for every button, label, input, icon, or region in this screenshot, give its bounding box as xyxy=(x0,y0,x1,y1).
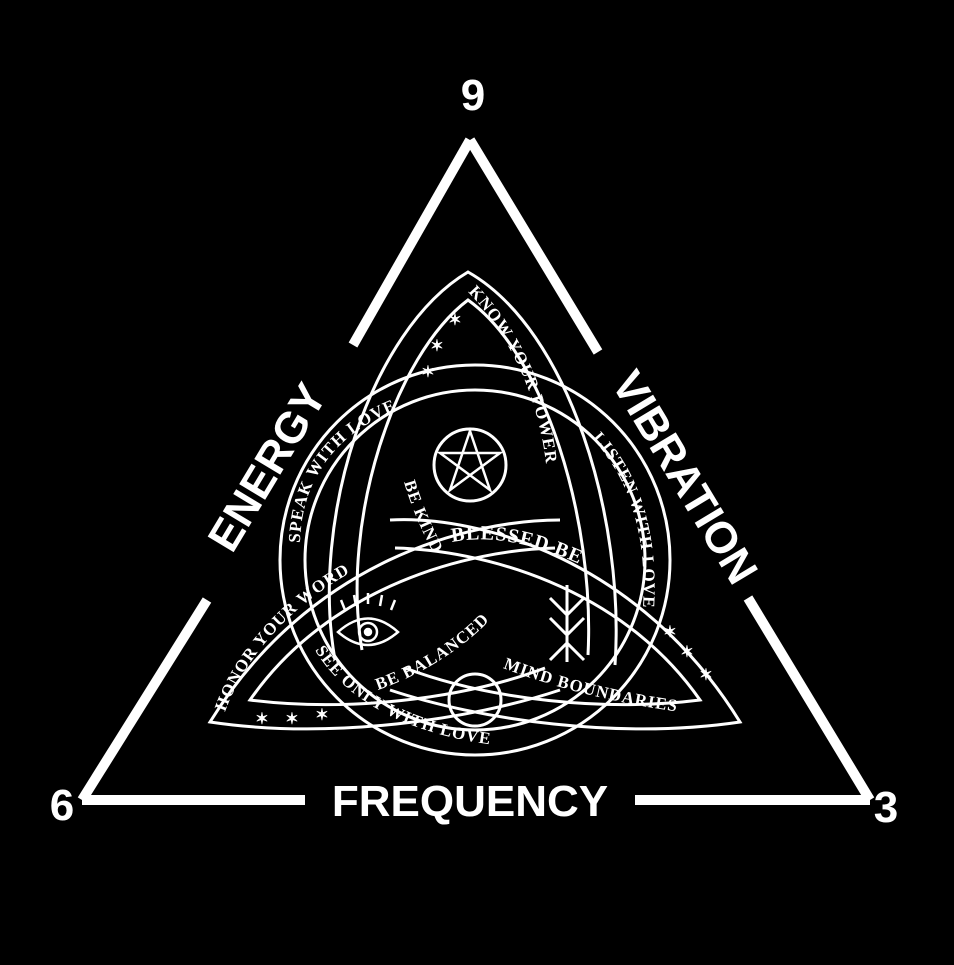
knot-loop-right-inner xyxy=(394,546,703,707)
star-dot-icon: ✶ xyxy=(315,707,328,724)
vertex-label-left: 6 xyxy=(50,781,74,830)
triangle-edge-right-lower xyxy=(743,595,875,803)
vertex-label-top: 9 xyxy=(461,71,485,120)
knot-circle-outer xyxy=(278,363,672,757)
triangle-edge-left-lower xyxy=(77,597,212,803)
star-dot-icon: ✶ xyxy=(680,644,693,661)
star-dot-icon: ✶ xyxy=(430,338,443,355)
knot-loop-left-inner xyxy=(247,546,556,707)
triangle-edge-left-upper xyxy=(348,137,475,348)
triangle-edge-right-upper xyxy=(465,137,603,355)
knot-loop-top-inner xyxy=(355,298,591,656)
knot-circle-inner xyxy=(303,388,647,732)
star-dot-icon: ✶ xyxy=(285,711,298,728)
knot-loop-top-outer xyxy=(327,270,618,666)
triquetra-knot xyxy=(207,270,743,757)
star-dot-icon: ✶ xyxy=(448,312,461,329)
circle-icon xyxy=(447,672,503,728)
pentagram-icon xyxy=(432,427,508,503)
star-dot-icon: ✶ xyxy=(699,667,712,684)
star-dot-icon: ✶ xyxy=(255,711,268,728)
side-label-frequency: FREQUENCY xyxy=(332,777,608,826)
star-dot-icon: ✶ xyxy=(663,624,676,641)
star-dot-icon: ✶ xyxy=(421,364,434,381)
outer-triangle xyxy=(77,137,875,805)
bind-rune-icon xyxy=(548,585,586,662)
vertex-label-right: 3 xyxy=(874,783,898,832)
all-seeing-eye-icon xyxy=(336,593,400,647)
